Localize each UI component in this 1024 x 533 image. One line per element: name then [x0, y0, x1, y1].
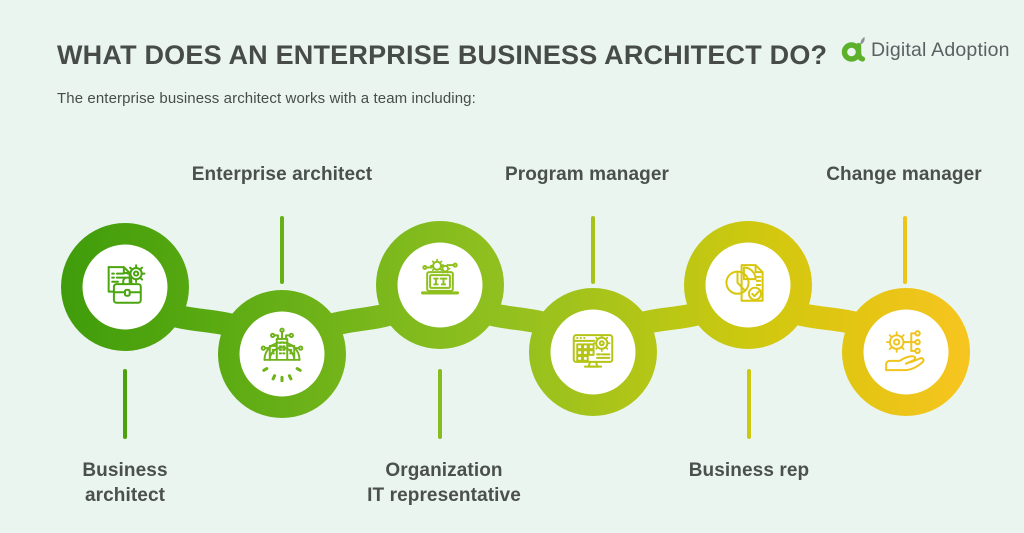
label-business-rep: Business rep	[688, 460, 810, 481]
monitor-schedule-gear-icon	[572, 334, 614, 368]
logo-a-icon	[841, 37, 866, 62]
label-enterprise-architect: Enterprise architect	[191, 164, 373, 185]
page-title: WHAT DOES AN ENTERPRISE BUSINESS ARCHITE…	[57, 40, 828, 70]
label-business-architect: Business architect	[82, 460, 168, 506]
label-organization-it-representative: Organization IT representative	[367, 460, 521, 506]
digital-adoption-logo: Digital Adoption	[841, 36, 1010, 64]
laptop-it-icon	[420, 258, 460, 295]
gear-network-hand-icon	[885, 330, 925, 372]
label-program-manager: Program manager	[504, 164, 670, 185]
label-change-manager: Change manager	[826, 164, 982, 185]
documents-briefcase-gear-icon	[107, 264, 146, 304]
smart-building-gear-icon	[260, 327, 304, 382]
logo-leaf-icon	[860, 37, 865, 45]
report-piechart-check-icon	[725, 264, 764, 302]
page-subtitle: The enterprise business architect works …	[57, 90, 476, 107]
logo-text: Digital Adoption	[871, 38, 1010, 61]
chain-rings	[61, 221, 970, 418]
